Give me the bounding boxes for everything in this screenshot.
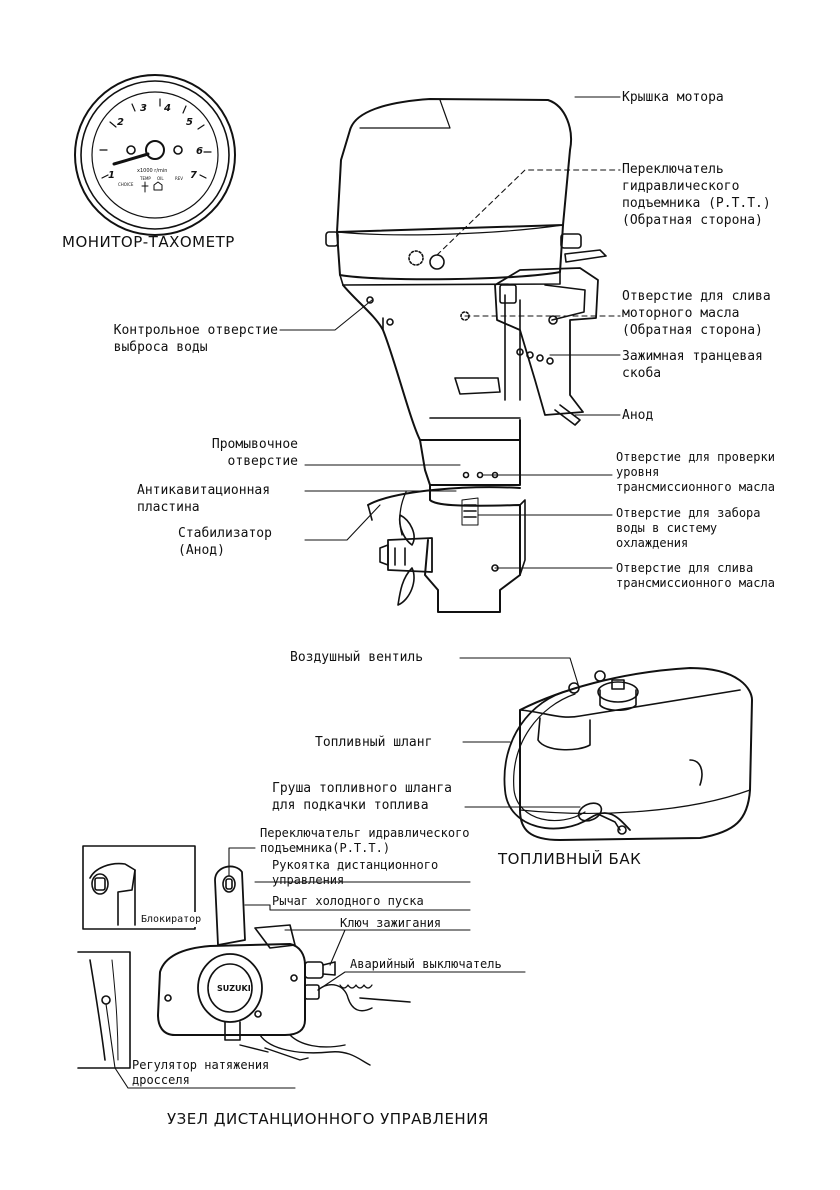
- leader-lines: [105, 96, 621, 1089]
- tachometer-caption: МОНИТОР-ТАХОМЕТР: [62, 233, 235, 251]
- dial-unit-text: x1000 r/min: [137, 168, 167, 174]
- indicator-rev: REV: [175, 176, 183, 181]
- dial-number-7: 7: [190, 170, 197, 181]
- indicator-choice: CHOICE: [118, 182, 134, 187]
- dial-number-3: 3: [140, 103, 147, 114]
- label-throttle-tension: Регулятор натяжения дросселя: [132, 1058, 270, 1087]
- label-lock: Блокиратор: [141, 912, 202, 927]
- indicator-oil: OIL: [157, 176, 164, 181]
- label-water-check-hole: Контрольное отверстие выброса воды: [113, 323, 278, 355]
- label-oil-drain: Отверстие для слива моторного масла (Обр…: [622, 289, 771, 338]
- label-ptt-switch: Переключатель гидравлического подъемника…: [622, 162, 771, 228]
- label-emergency-switch: Аварийный выключатель: [350, 957, 502, 971]
- dial-number-1: 1: [108, 170, 115, 181]
- label-remote-ptt-switch: Переключательг идравлического подъемника…: [260, 826, 470, 855]
- dial-number-2: 2: [117, 117, 124, 128]
- label-anti-cavitation: Антикавитационная пластина: [137, 483, 271, 515]
- label-gear-oil-drain: Отверстие для слива трансмиссионного мас…: [616, 561, 775, 590]
- label-fast-idle-lever: Рычаг холодного пуска: [272, 894, 424, 908]
- fuel-tank: [503, 667, 753, 841]
- remote-control-box: [77, 845, 411, 1069]
- dial-number-4: 4: [163, 103, 171, 114]
- dial-number-6: 6: [196, 146, 203, 157]
- label-ignition-key: Ключ зажигания: [340, 916, 442, 930]
- label-water-intake: Отверстие для забора воды в систему охла…: [616, 506, 761, 550]
- indicator-temp: TEMP: [139, 176, 151, 181]
- dial-number-5: 5: [186, 117, 193, 128]
- label-transom-clamp: Зажимная транцевая скоба: [622, 349, 763, 381]
- label-fuel-hose: Топливный шланг: [315, 735, 433, 750]
- suzuki-brand-logo: SUZUKI: [217, 984, 251, 993]
- label-primer-bulb: Груша топливного шланга для подкачки топ…: [272, 781, 453, 813]
- label-trim-tab: Стабилизатор (Анод): [178, 526, 272, 558]
- fuel-tank-caption: ТОПЛИВНЫЙ БАК: [498, 850, 642, 868]
- label-anode: Анод: [622, 408, 654, 423]
- label-flush-port: Промывочное отверстие: [211, 437, 298, 469]
- remote-control-caption: УЗЕЛ ДИСТАНЦИОННОГО УПРАВЛЕНИЯ: [167, 1110, 489, 1128]
- tachometer-gauge: [74, 74, 236, 236]
- outboard-motor: [325, 98, 607, 613]
- label-motor-cover: Крышка мотора: [622, 90, 724, 105]
- label-gear-oil-level: Отверстие для проверки уровня трансмисси…: [616, 450, 775, 494]
- label-remote-handle: Рукоятка дистанционного управления: [272, 858, 439, 887]
- label-air-vent: Воздушный вентиль: [290, 650, 424, 665]
